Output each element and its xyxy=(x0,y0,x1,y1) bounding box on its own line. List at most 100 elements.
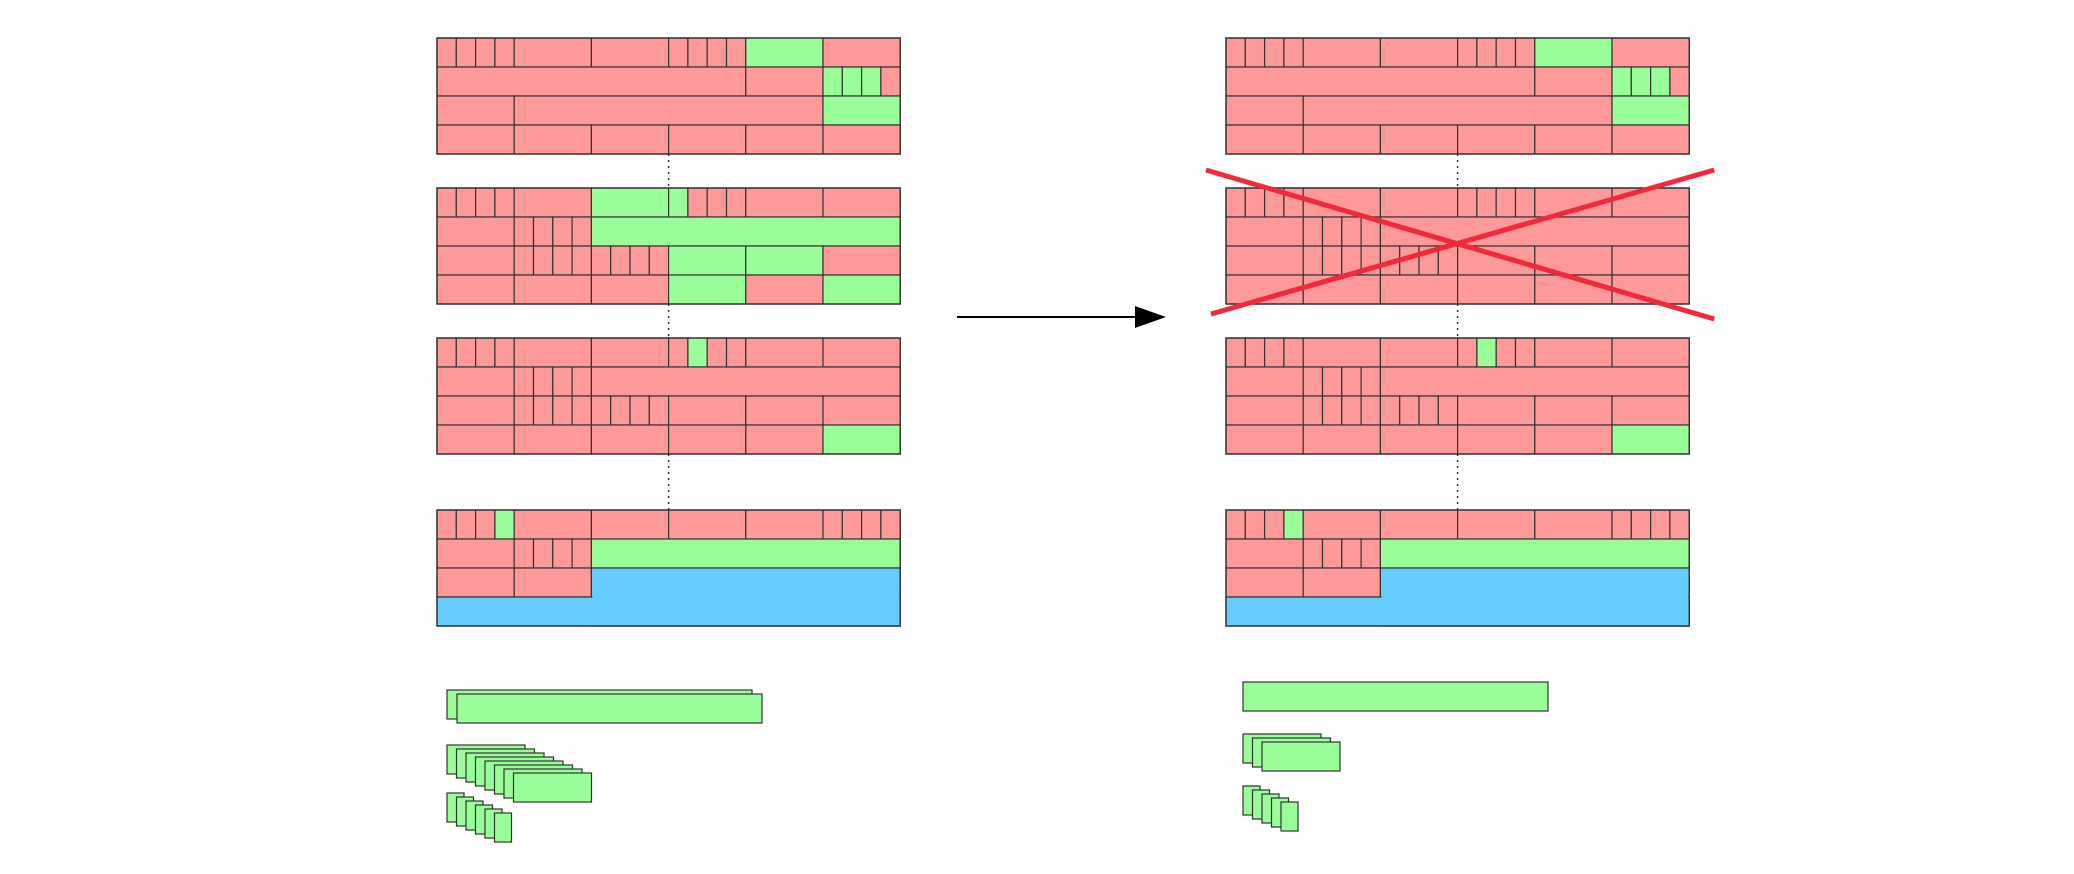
free-block xyxy=(745,245,824,276)
used-block xyxy=(1225,538,1304,569)
used-block xyxy=(1534,395,1613,426)
heap-page xyxy=(1205,167,1715,322)
used-block xyxy=(880,66,901,97)
cross-out-line xyxy=(1210,167,1715,317)
used-block xyxy=(552,538,573,569)
used-block xyxy=(1225,216,1304,247)
used-block xyxy=(667,509,747,540)
used-block xyxy=(1669,509,1690,540)
unallocated-region xyxy=(592,569,900,625)
used-block xyxy=(436,95,515,126)
heap-page xyxy=(436,509,901,627)
free-chunk xyxy=(1242,681,1549,712)
used-block xyxy=(822,187,901,218)
used-block xyxy=(1302,274,1381,305)
used-block xyxy=(1379,187,1459,218)
used-block xyxy=(667,337,689,368)
used-block xyxy=(745,66,824,97)
used-block xyxy=(1418,395,1439,426)
used-block xyxy=(1225,245,1304,276)
used-block xyxy=(571,395,592,426)
used-block xyxy=(590,509,670,540)
left-panel xyxy=(436,37,901,843)
used-block xyxy=(1302,124,1381,155)
used-block xyxy=(513,216,535,247)
used-block xyxy=(1611,124,1690,155)
used-block xyxy=(1456,424,1536,455)
used-block xyxy=(610,245,631,276)
used-block xyxy=(745,395,824,426)
used-block xyxy=(745,424,824,455)
free-list-small xyxy=(1242,785,1299,832)
used-block xyxy=(513,366,535,397)
free-block xyxy=(687,337,708,368)
used-block xyxy=(1476,187,1497,218)
used-block xyxy=(513,538,535,569)
used-block xyxy=(1611,395,1690,426)
used-block xyxy=(455,187,477,218)
used-block xyxy=(629,245,650,276)
used-block xyxy=(1225,95,1304,126)
free-block xyxy=(1611,66,1632,97)
used-block xyxy=(571,216,592,247)
used-block xyxy=(648,245,670,276)
used-block xyxy=(1456,187,1478,218)
used-block xyxy=(436,424,515,455)
used-block xyxy=(1476,37,1497,68)
used-block xyxy=(1456,124,1536,155)
free-block xyxy=(1476,337,1497,368)
used-block xyxy=(667,124,747,155)
used-block xyxy=(1283,37,1304,68)
free-block xyxy=(1649,66,1671,97)
used-block xyxy=(706,337,728,368)
used-block xyxy=(436,187,457,218)
used-block xyxy=(1225,337,1246,368)
used-block xyxy=(513,337,593,368)
used-block xyxy=(436,366,515,397)
free-block xyxy=(667,187,689,218)
used-block xyxy=(513,95,824,126)
used-block xyxy=(513,245,535,276)
used-block xyxy=(552,366,573,397)
used-block xyxy=(552,216,573,247)
used-block xyxy=(1225,187,1246,218)
free-chunk xyxy=(512,772,593,803)
used-block xyxy=(745,274,824,305)
used-block xyxy=(513,424,593,455)
used-block xyxy=(1456,395,1536,426)
used-block xyxy=(706,37,728,68)
used-block xyxy=(648,395,670,426)
used-block xyxy=(1379,509,1459,540)
used-block xyxy=(590,337,670,368)
used-block xyxy=(1225,424,1304,455)
used-block xyxy=(475,37,496,68)
used-block xyxy=(436,37,457,68)
used-block xyxy=(1611,37,1690,68)
heap-page xyxy=(1225,337,1690,455)
used-block xyxy=(513,567,593,598)
used-block xyxy=(1225,567,1304,598)
used-block xyxy=(1669,66,1690,97)
used-block xyxy=(1244,187,1266,218)
free-block xyxy=(1611,424,1690,455)
used-block xyxy=(1321,245,1343,276)
used-block xyxy=(513,395,535,426)
used-block xyxy=(436,216,515,247)
free-block xyxy=(822,424,901,455)
used-block xyxy=(1514,37,1536,68)
used-block xyxy=(590,245,612,276)
used-block xyxy=(455,37,477,68)
used-block xyxy=(1534,245,1613,276)
free-block xyxy=(841,66,863,97)
used-block xyxy=(1649,509,1671,540)
used-block xyxy=(687,37,708,68)
used-block xyxy=(822,395,901,426)
free-list-large xyxy=(446,689,763,724)
free-block xyxy=(667,274,747,305)
heap-page xyxy=(436,37,901,155)
used-block xyxy=(532,366,554,397)
used-block xyxy=(1321,538,1343,569)
used-block xyxy=(1263,509,1285,540)
used-block xyxy=(1225,37,1246,68)
